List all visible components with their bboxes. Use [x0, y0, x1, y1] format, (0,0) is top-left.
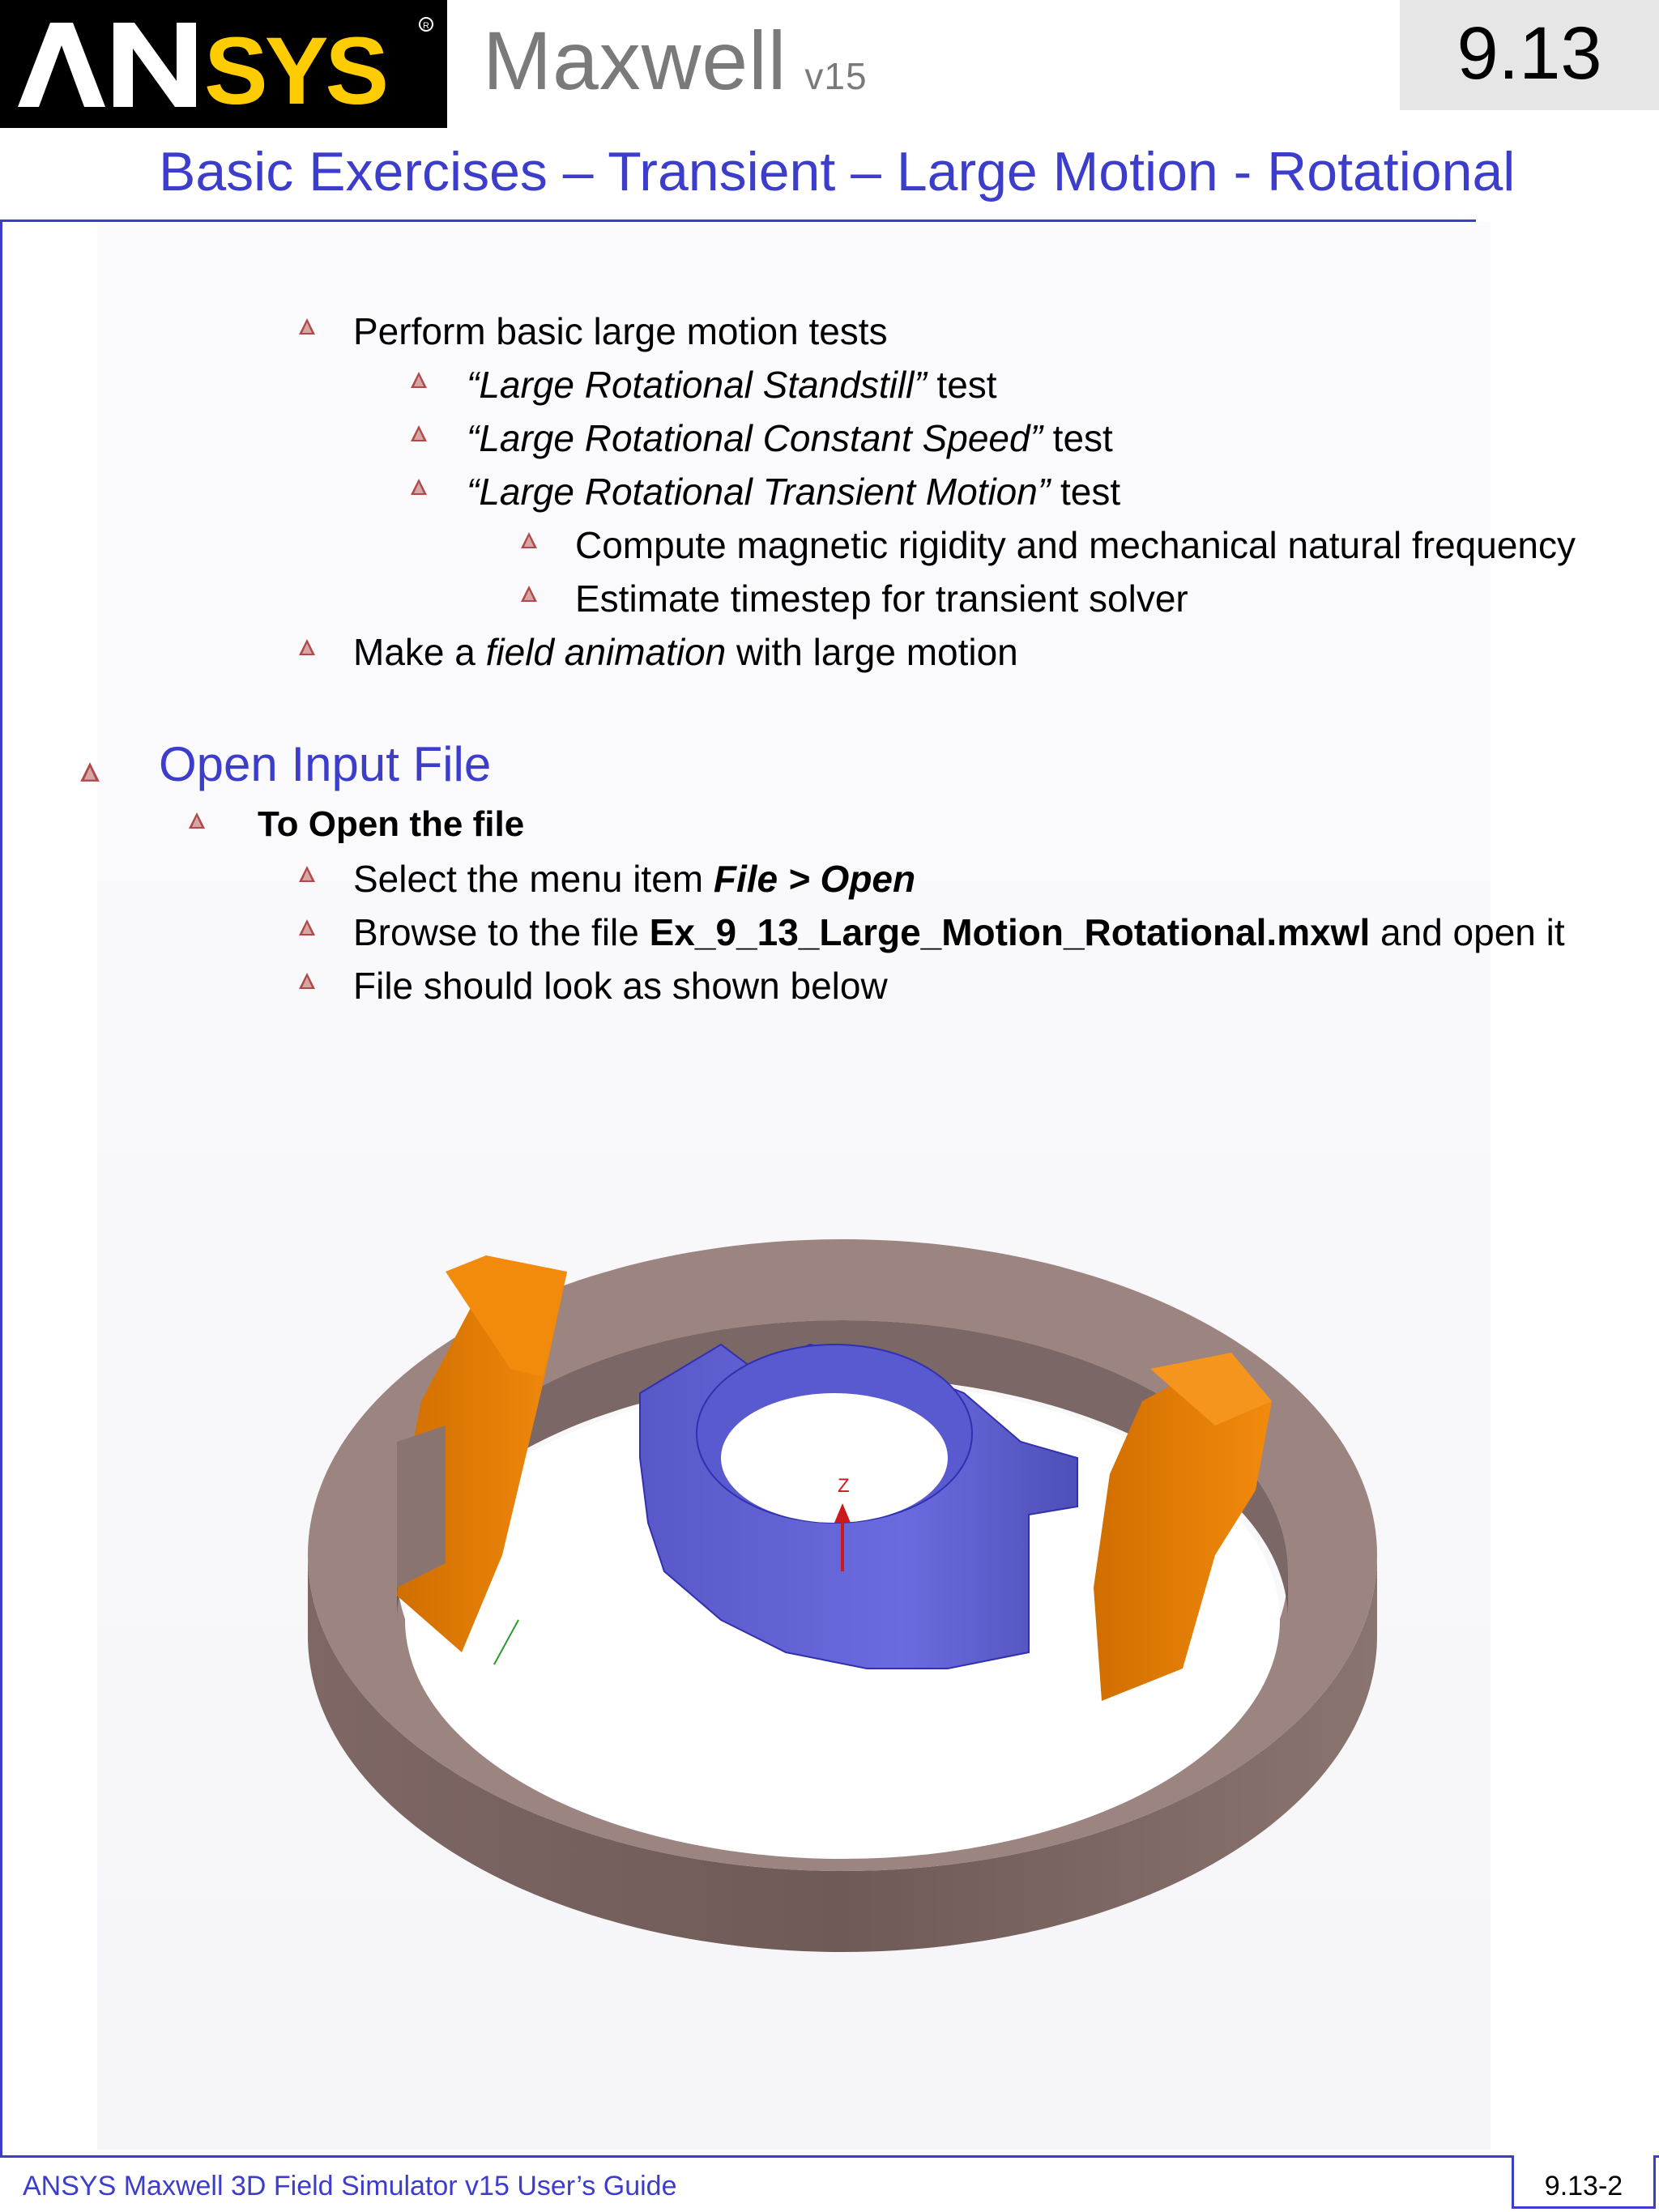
motor-model-figure: Z [308, 1239, 1377, 1952]
bullet-text: Estimate timestep for transient solver [575, 578, 1188, 620]
test-name: “Large Rotational Transient Motion” [467, 471, 1051, 513]
bullet-triangle-icon [299, 318, 315, 335]
footer-guide-title: ANSYS Maxwell 3D Field Simulator v15 Use… [23, 2171, 677, 2201]
bullet-file-look: File should look as shown below [299, 965, 888, 1007]
bullet-triangle-icon [189, 812, 205, 829]
bullet-select-menu: Select the menu item File > Open [299, 858, 916, 900]
subheading-to-open: To Open the file [189, 804, 525, 844]
test-suffix: test [1050, 471, 1121, 513]
section-box [1400, 0, 1659, 110]
heading-text: Open Input File [159, 737, 492, 791]
bullet-triangle-icon [411, 425, 427, 441]
bullet-text: Perform basic large motion tests [353, 310, 888, 352]
bullet-triangle-icon [299, 866, 315, 882]
product-version: v15 [804, 55, 868, 97]
heading-open-input-file: Open Input File [80, 737, 492, 791]
bullet-triangle-icon [299, 973, 315, 989]
stator-inner-wall [397, 1320, 1288, 1620]
svg-text:SYS: SYS [204, 18, 386, 125]
slide-title: Basic Exercises – Transient – Large Moti… [159, 141, 1516, 202]
bullet-triangle-icon [299, 919, 315, 936]
bullet-test-standstill: “Large Rotational Standstill” test [411, 364, 997, 406]
footer-rule [0, 2155, 1659, 2158]
right-coil [1094, 1353, 1272, 1701]
svg-text:R: R [423, 21, 429, 31]
test-suffix: test [1042, 417, 1113, 459]
frame-left-border [0, 219, 2, 2155]
bullet-triangle-icon [521, 586, 537, 602]
page-number-box [1512, 2155, 1656, 2209]
test-suffix: test [926, 364, 997, 406]
test-name: “Large Rotational Constant Speed” [467, 417, 1043, 459]
left-coil-top [446, 1255, 567, 1377]
bullet-triangle-icon [411, 479, 427, 495]
test-name: “Large Rotational Standstill” [467, 364, 927, 406]
bullet-text: File should look as shown below [353, 965, 888, 1007]
ansys-logo-mark: SYS R [6, 6, 441, 125]
menu-path: File > Open [713, 858, 916, 900]
bullet-compute-rigidity: Compute magnetic rigidity and mechanical… [521, 524, 1576, 566]
bullet-text: and open it [1370, 911, 1565, 953]
bullet-estimate-timestep: Estimate timestep for transient solver [521, 578, 1188, 620]
left-pole-shoe [397, 1426, 446, 1588]
bullet-browse-file: Browse to the file Ex_9_13_Large_Motion_… [299, 911, 1565, 953]
subheading-text: To Open the file [258, 804, 525, 844]
page-number: 9.13-2 [1544, 2171, 1623, 2201]
bullet-text: Select the menu item [353, 858, 714, 900]
bullet-triangle-icon [521, 532, 537, 548]
bullet-triangle-icon [411, 372, 427, 388]
right-coil-top [1150, 1353, 1272, 1426]
z-axis-label: Z [838, 1475, 850, 1497]
y-axis-line [493, 1619, 519, 1665]
title-rule [0, 219, 1476, 222]
bullet-text: with large motion [726, 631, 1018, 673]
z-axis-arrow [834, 1503, 851, 1523]
bullet-italic-text: field animation [485, 631, 727, 673]
bullet-test-transient-motion: “Large Rotational Transient Motion” test [411, 471, 1121, 513]
bullet-text: Make a [353, 631, 486, 673]
bullet-triangle-icon [80, 762, 100, 782]
bullet-test-constant-speed: “Large Rotational Constant Speed” test [411, 417, 1113, 459]
bullet-text: Browse to the file [353, 911, 650, 953]
bullet-perform-tests: Perform basic large motion tests [299, 310, 888, 352]
bullet-field-animation: Make a field animation with large motion [299, 631, 1018, 673]
file-name: Ex_9_13_Large_Motion_Rotational.mxwl [649, 911, 1371, 953]
bullet-triangle-icon [299, 639, 315, 655]
section-number: 9.13 [1456, 12, 1602, 95]
rotor-hole [721, 1393, 948, 1523]
bullet-text: Compute magnetic rigidity and mechanical… [575, 524, 1576, 566]
stator-outer-wall [308, 1555, 1377, 1952]
